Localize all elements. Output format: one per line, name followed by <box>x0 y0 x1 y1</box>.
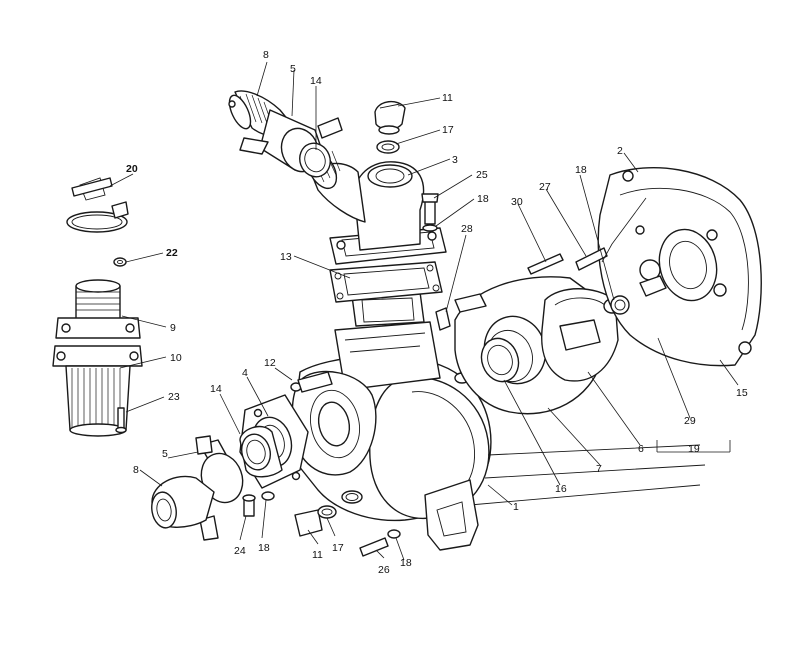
impeller-6 <box>541 288 621 382</box>
bolt-23 <box>115 407 127 434</box>
callout-18-right: 18 <box>575 164 587 176</box>
suction-pipe <box>55 279 141 339</box>
callout-10: 10 <box>170 352 182 364</box>
callout-5-top: 5 <box>290 63 296 75</box>
callout-19: 19 <box>688 443 700 455</box>
callout-18-bottom: 18 <box>400 557 412 569</box>
callout-3: 3 <box>452 154 458 166</box>
gasket-12 <box>290 371 333 393</box>
drain-plug-bottom <box>294 505 337 537</box>
callout-30: 30 <box>511 196 523 208</box>
bolt-24-washer-18 <box>242 491 275 517</box>
callout-14-top: 14 <box>310 75 322 87</box>
callout-1: 1 <box>513 501 519 513</box>
bolt-28 <box>435 307 451 331</box>
callout-7: 7 <box>596 463 602 475</box>
hose-tail-8 <box>151 475 215 529</box>
callout-2: 2 <box>617 145 623 157</box>
callout-labels: 8 5 14 11 17 3 25 18 2 18 27 30 28 20 22… <box>126 49 748 576</box>
strainer-basket <box>52 345 143 437</box>
callout-22: 22 <box>166 247 178 259</box>
callout-18-left: 18 <box>258 542 270 554</box>
callout-29: 29 <box>684 415 696 427</box>
callout-16: 16 <box>555 483 567 495</box>
callout-18-top: 18 <box>477 193 489 205</box>
callout-11-bottom: 11 <box>312 549 323 561</box>
callout-8-top: 8 <box>263 49 269 61</box>
bolt-25 <box>421 193 439 232</box>
callout-9: 9 <box>170 322 176 334</box>
nut-22 <box>113 257 127 267</box>
pump-casing <box>289 291 706 551</box>
callout-27: 27 <box>539 181 551 193</box>
callout-6: 6 <box>638 443 644 455</box>
callout-11-top: 11 <box>442 92 453 104</box>
hose-adapter-14 <box>239 425 283 478</box>
callout-4: 4 <box>242 367 248 379</box>
callout-17-bottom: 17 <box>332 542 344 554</box>
discharge-elbow <box>306 150 447 265</box>
callout-23: 23 <box>168 391 180 403</box>
callout-28: 28 <box>461 223 473 235</box>
leader-lines <box>109 61 739 561</box>
wear-plate-16 <box>480 337 520 383</box>
callout-26: 26 <box>378 564 390 576</box>
callout-25: 25 <box>476 169 488 181</box>
callout-12: 12 <box>264 357 276 369</box>
top-hose-coupling <box>228 90 343 178</box>
bolt-26-washer-18 <box>359 529 401 557</box>
elbow-gasket <box>329 261 443 303</box>
callout-13: 13 <box>280 251 292 263</box>
pin-30 <box>527 253 564 275</box>
callout-14-left: 14 <box>210 383 222 395</box>
seal-29 <box>610 295 630 315</box>
callout-8-left: 8 <box>133 464 139 476</box>
rear-cover-2 <box>597 167 762 367</box>
callout-5-left: 5 <box>162 448 168 460</box>
hose-clamp <box>66 177 129 233</box>
callout-20: 20 <box>126 163 138 175</box>
callout-15: 15 <box>736 387 748 399</box>
callout-24: 24 <box>234 545 246 557</box>
bolt-27 <box>575 247 608 271</box>
fill-plug-top <box>374 101 406 154</box>
callout-17-top: 17 <box>442 124 454 136</box>
